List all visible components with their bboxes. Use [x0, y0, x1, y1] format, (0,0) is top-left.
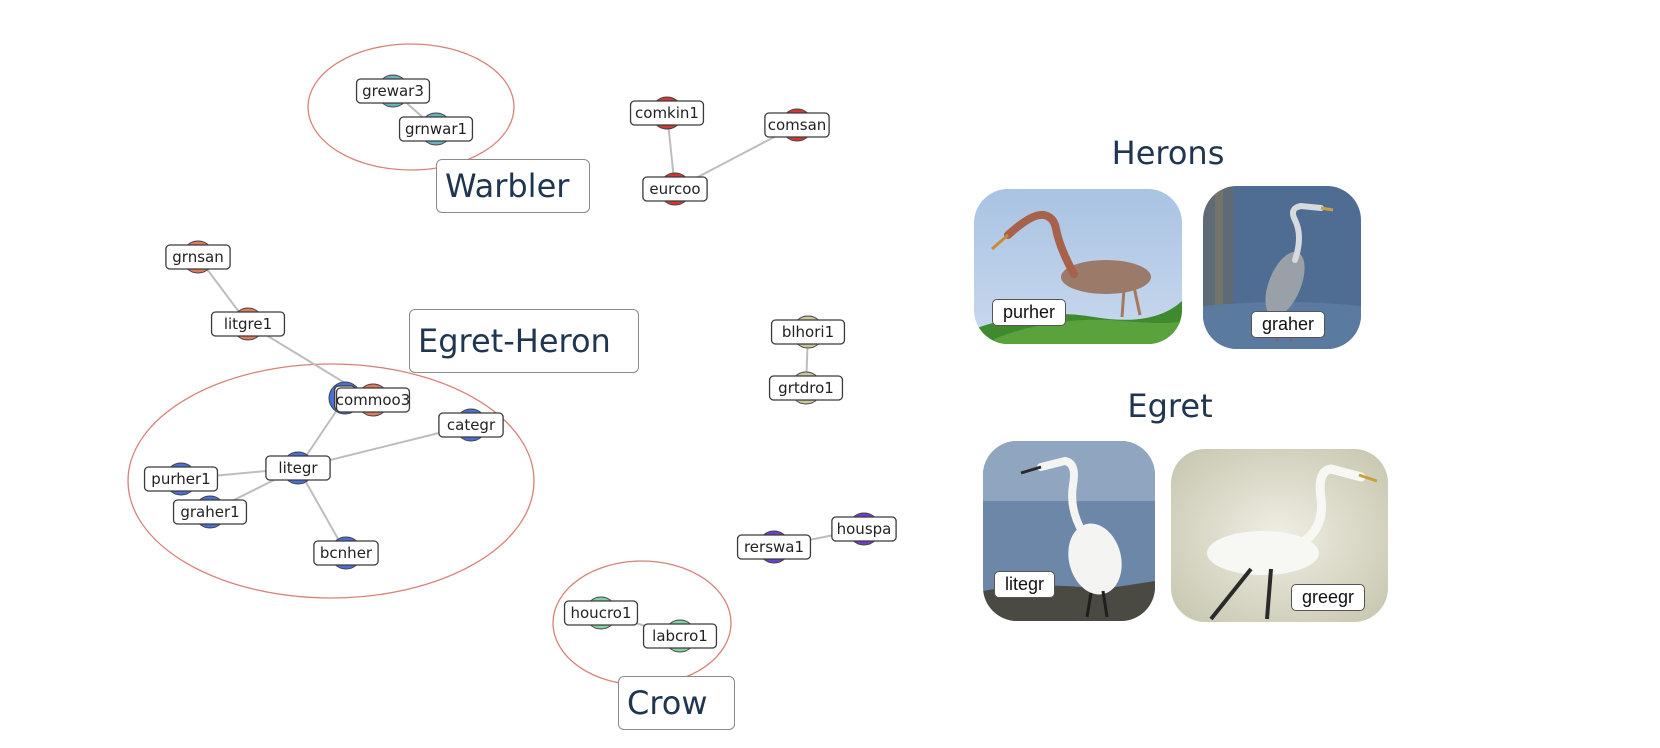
node-houcro1[interactable]: houcro1	[563, 596, 639, 630]
node-label-box	[438, 412, 504, 438]
node-label: houcro1	[571, 604, 632, 622]
node-label-box	[210, 311, 286, 337]
node-rerswa1[interactable]: rerswa1	[736, 530, 812, 564]
node-label: rerswa1	[744, 538, 804, 556]
node-commoo3[interactable]: commoo3	[335, 383, 411, 417]
node-litegr[interactable]: litegr	[265, 451, 331, 485]
node-label-box	[629, 100, 705, 126]
node-label-box	[764, 112, 830, 138]
cluster-label-crow: Crow	[618, 676, 735, 730]
node-label-box	[770, 319, 846, 345]
node-label-box	[398, 116, 474, 142]
node-comkin1[interactable]: comkin1	[629, 96, 705, 130]
node-label-box	[642, 623, 718, 649]
egret-title: Egret	[1127, 387, 1213, 425]
node-label: comsan	[768, 116, 827, 134]
node-label: labcro1	[652, 627, 708, 645]
node-label-box	[642, 176, 708, 202]
node-label-box	[335, 387, 411, 413]
node-label: bcnher	[320, 544, 373, 562]
node-label: litegr	[278, 459, 318, 477]
node-label-box	[563, 600, 639, 626]
node-label: comkin1	[635, 104, 699, 122]
node-graher1[interactable]: graher1	[172, 495, 248, 529]
node-grnwar1[interactable]: grnwar1	[398, 112, 474, 146]
node-label-box	[768, 375, 844, 401]
photo-label-purher: purher	[992, 299, 1067, 326]
node-houspa[interactable]: houspa	[831, 512, 897, 546]
great-egret-photo: greegr	[1171, 449, 1388, 622]
node-comsan[interactable]: comsan	[764, 108, 830, 142]
node-grewar3[interactable]: grewar3	[355, 74, 431, 108]
node-label-box	[143, 466, 219, 492]
node-label-box	[165, 244, 231, 270]
node-label: grtdro1	[778, 379, 834, 397]
cluster-label-warbler: Warbler	[436, 159, 590, 213]
node-label: purher1	[151, 470, 210, 488]
little-egret-photo: litegr	[983, 441, 1155, 621]
node-label: litgre1	[224, 315, 272, 333]
grey-heron-photo: graher	[1203, 186, 1361, 349]
cluster-ellipse-warbler	[307, 43, 515, 171]
herons-title: Herons	[1111, 134, 1225, 172]
node-label: eurcoo	[649, 180, 700, 198]
node-label: grnwar1	[405, 120, 467, 138]
node-label: categr	[447, 416, 496, 434]
node-label-box	[831, 516, 897, 542]
node-label-box	[355, 78, 431, 104]
node-label-box	[172, 499, 248, 525]
node-litgre1[interactable]: litgre1	[210, 307, 286, 341]
photo-label-greegr: greegr	[1291, 584, 1366, 611]
node-grnsan[interactable]: grnsan	[165, 240, 231, 274]
node-bcnher[interactable]: bcnher	[313, 536, 379, 570]
photo-label-litegr: litegr	[994, 571, 1056, 598]
node-label: graher1	[180, 503, 239, 521]
cluster-ellipse-egret-heron	[127, 363, 535, 599]
node-label-box	[313, 540, 379, 566]
node-label: blhori1	[782, 323, 834, 341]
node-label: houspa	[837, 520, 892, 538]
node-label-box	[736, 534, 812, 560]
node-grtdro1[interactable]: grtdro1	[768, 371, 844, 405]
node-label-box	[265, 455, 331, 481]
node-categr[interactable]: categr	[438, 408, 504, 442]
node-eurcoo[interactable]: eurcoo	[642, 172, 708, 206]
node-label: commoo3	[336, 391, 411, 409]
purple-heron-photo: purher	[974, 189, 1182, 344]
node-label: grewar3	[362, 82, 424, 100]
node-label: grnsan	[172, 248, 223, 266]
cluster-label-egret-heron: Egret-Heron	[409, 309, 639, 373]
photo-label-graher: graher	[1251, 311, 1326, 338]
node-labcro1[interactable]: labcro1	[642, 619, 718, 653]
node-blhori1[interactable]: blhori1	[770, 315, 846, 349]
node-purher1[interactable]: purher1	[143, 462, 219, 496]
